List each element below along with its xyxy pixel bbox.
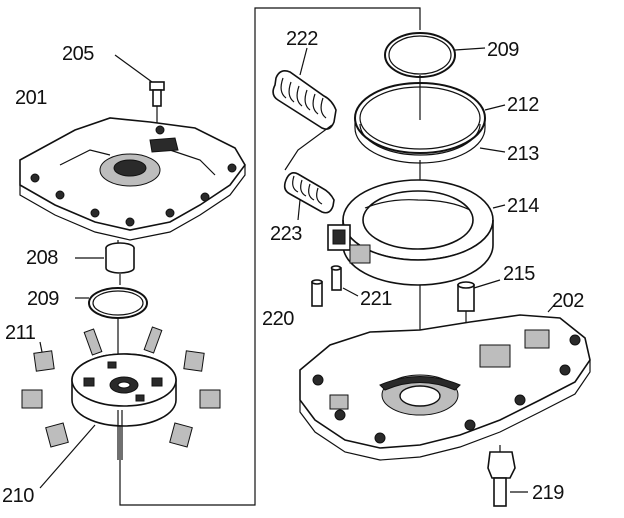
bushing-208 xyxy=(75,242,135,285)
rotor-210 xyxy=(71,353,177,460)
label-213: 213 xyxy=(507,143,539,165)
label-209-left: 209 xyxy=(27,288,59,310)
leader-210 xyxy=(39,424,96,489)
label-219: 219 xyxy=(532,482,564,504)
label-202: 202 xyxy=(552,290,584,312)
seal-ring-213 xyxy=(354,118,506,164)
vanes-211 xyxy=(21,326,221,448)
housing-202 xyxy=(299,303,591,461)
pin-220 xyxy=(311,279,323,307)
label-212: 212 xyxy=(507,94,539,116)
label-222: 222 xyxy=(286,28,318,50)
snap-ring-209-left xyxy=(75,287,148,355)
label-220: 220 xyxy=(262,308,294,330)
label-210: 210 xyxy=(2,485,34,507)
slide-214 xyxy=(327,179,506,286)
snap-ring-209-right xyxy=(384,32,486,78)
label-209-right: 209 xyxy=(487,39,519,61)
label-214: 214 xyxy=(507,195,539,217)
label-208: 208 xyxy=(26,247,58,269)
label-221: 221 xyxy=(360,288,392,310)
housing-201 xyxy=(19,117,246,247)
bolt-205 xyxy=(114,54,165,125)
seal-ring-212 xyxy=(354,82,506,154)
label-201: 201 xyxy=(15,87,47,109)
label-215: 215 xyxy=(503,263,535,285)
label-223: 223 xyxy=(270,223,302,245)
spring-222 xyxy=(272,47,337,171)
spring-223 xyxy=(283,172,335,221)
label-205: 205 xyxy=(62,43,94,65)
fitting-219 xyxy=(487,445,528,507)
pin-221 xyxy=(330,265,359,297)
label-211: 211 xyxy=(5,322,36,344)
